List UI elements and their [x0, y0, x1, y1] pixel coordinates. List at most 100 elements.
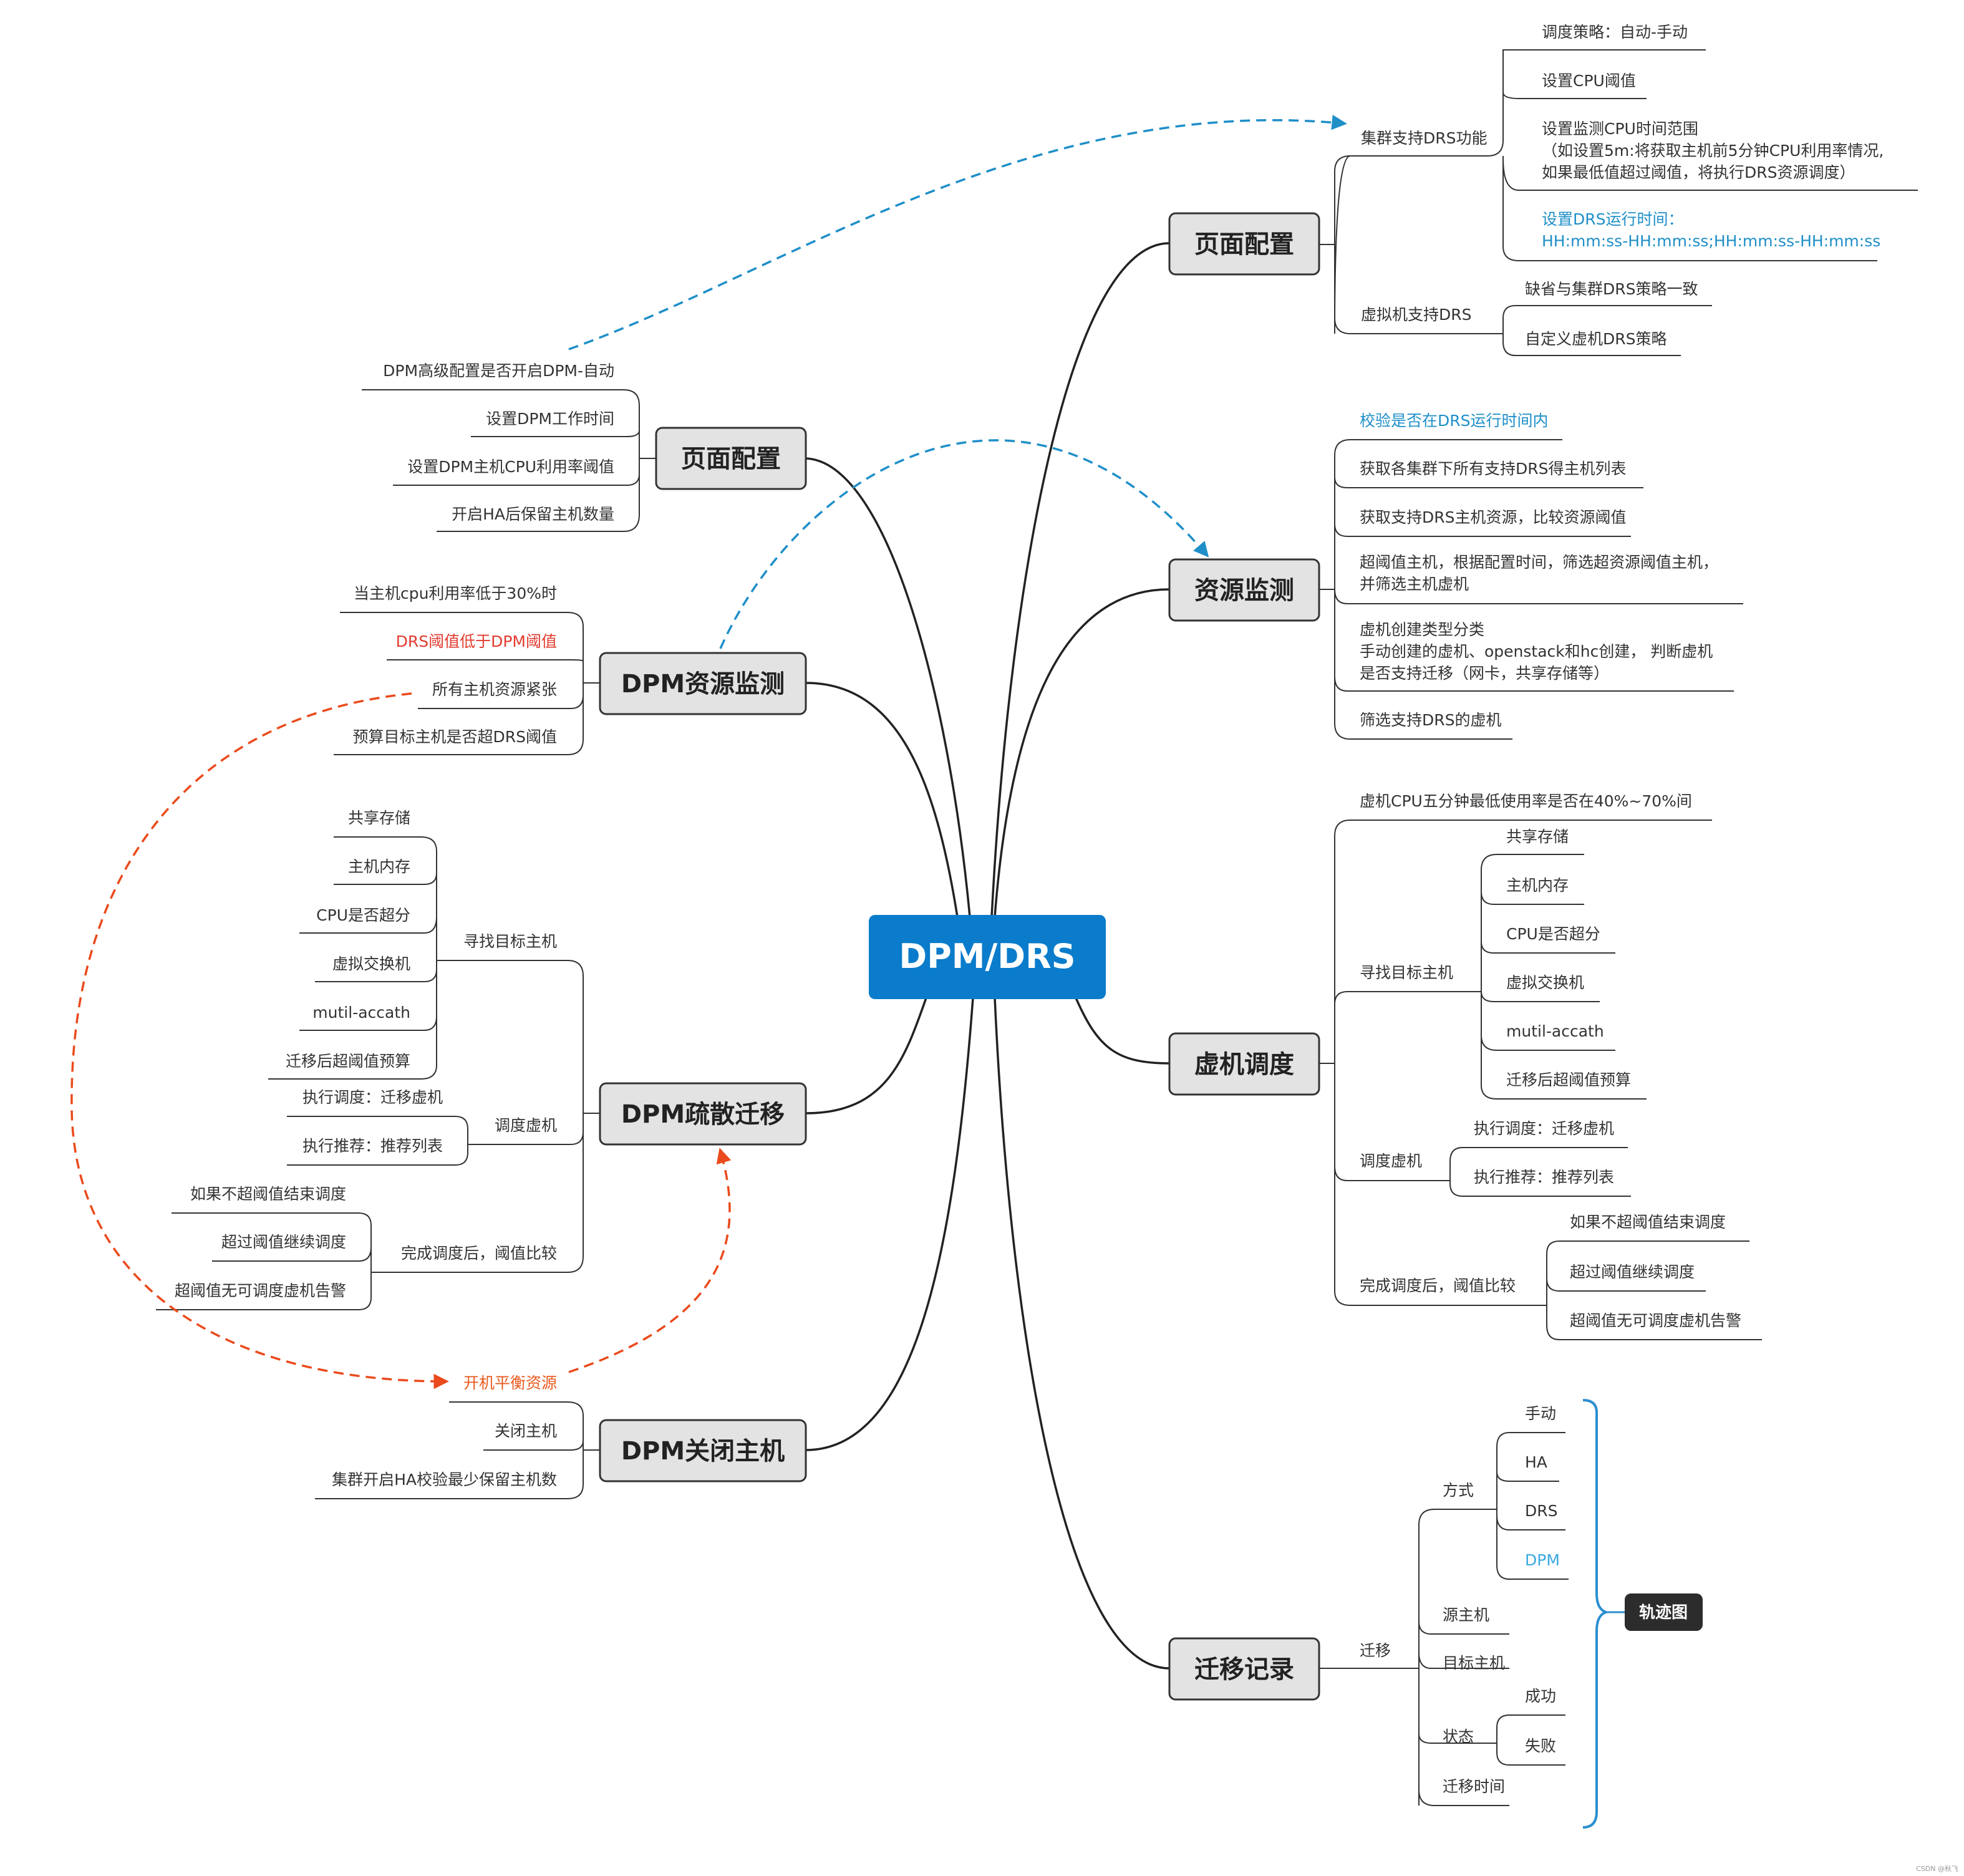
left-page-config-title: 页面配置 — [681, 445, 781, 473]
migration-source: 源主机 — [1443, 1606, 1489, 1624]
dpm-monitor-item-4: 预算目标主机是否超DRS阈值 — [353, 728, 558, 746]
dpm-after-compare-item-1: 如果不超阈值结束调度 — [190, 1185, 346, 1203]
vm-schedule-vm-item-2: 执行推荐：推荐列表 — [1474, 1168, 1614, 1186]
vm-schedule-vm-item-1: 执行调度：迁移虚机 — [1474, 1119, 1614, 1138]
drs-cluster-item-4: 设置DRS运行时间： — [1542, 210, 1684, 228]
branch-vm-schedule — [1075, 997, 1170, 1065]
dpm-schedule-vm-item-2: 执行推荐：推荐列表 — [302, 1137, 443, 1155]
right-migration-log: 迁移记录 迁移 方式 手动 HA DRS DPM 源主机 目标主机 状态 成功 — [1168, 1399, 1703, 1829]
watermark: CSDN @秋飞 — [1916, 1864, 1958, 1873]
migration-migrate-label: 迁移 — [1360, 1642, 1391, 1660]
migration-method-item-1: 手动 — [1525, 1405, 1556, 1423]
migration-method-item-4: DPM — [1525, 1551, 1560, 1569]
migration-method-item-2: HA — [1525, 1453, 1547, 1471]
resource-monitor-item-1: 校验是否在DRS运行时间内 — [1360, 412, 1549, 430]
dpm-monitor-title: DPM资源监测 — [621, 670, 785, 699]
dpm-find-host-label: 寻找目标主机 — [463, 932, 557, 950]
branch-dpm-evacuate — [805, 997, 927, 1114]
vm-drs-item-2: 自定义虚机DRS策略 — [1525, 330, 1667, 348]
link-power-on-to-evacuate — [568, 1148, 732, 1373]
resource-monitor-item-3: 获取支持DRS主机资源，比较资源阈值 — [1360, 508, 1627, 526]
dpm-shutdown-item-2: 关闭主机 — [495, 1422, 557, 1440]
resource-monitor-item-4b: 并筛选主机虚机 — [1360, 575, 1469, 593]
migration-method-item-3: DRS — [1525, 1502, 1558, 1520]
vm-find-host-item-4: 虚拟交换机 — [1506, 974, 1584, 992]
migration-status-item-1: 成功 — [1525, 1687, 1556, 1705]
vm-schedule-vm-label: 调度虚机 — [1360, 1152, 1422, 1170]
right-page-config: 页面配置 集群支持DRS功能 调度策略：自动-手动 设置CPU阈值 设置监测CP… — [1168, 23, 1918, 356]
left-page-config-item-4: 开启HA后保留主机数量 — [452, 505, 614, 523]
resource-monitor-item-5b: 手动创建的虚机、openstack和hc创建， 判断虚机 — [1360, 642, 1713, 660]
right-resource-monitor: 资源监测 校验是否在DRS运行时间内 获取各集群下所有支持DRS得主机列表 获取… — [1168, 412, 1743, 740]
dpm-schedule-vm-label: 调度虚机 — [495, 1116, 557, 1134]
dpm-schedule-vm-item-1: 执行调度：迁移虚机 — [302, 1088, 443, 1106]
link-dpm-config-to-drs-cluster — [568, 114, 1347, 351]
left-page-config-item-3: 设置DPM主机CPU利用率阈值 — [407, 458, 614, 476]
vm-drs-label: 虚拟机支持DRS — [1361, 306, 1472, 324]
resource-monitor-item-5c: 是否支持迁移（网卡，共享存储等） — [1360, 664, 1609, 682]
vm-after-compare-label: 完成调度后，阈值比较 — [1360, 1277, 1516, 1295]
vm-find-host-item-3: CPU是否超分 — [1506, 925, 1600, 943]
link-dpm-monitor-to-resource-monitor — [719, 439, 1209, 649]
relationship-links — [70, 114, 1347, 1390]
branch-page-config-right — [990, 242, 1170, 917]
vm-find-host-item-6: 迁移后超阈值预算 — [1506, 1071, 1631, 1089]
drs-cluster-item-3c: 如果最低值超过阈值，将执行DRS资源调度） — [1542, 163, 1855, 181]
dpm-after-compare-item-2: 超过阈值继续调度 — [221, 1233, 346, 1251]
left-page-config: 页面配置 DPM高级配置是否开启DPM-自动 设置DPM工作时间 设置DPM主机… — [362, 362, 807, 532]
branch-resource-monitor — [994, 588, 1170, 917]
drs-cluster-item-3: 设置监测CPU时间范围 — [1542, 120, 1698, 138]
dpm-after-compare-item-3: 超阈值无可调度虚机告警 — [175, 1282, 346, 1300]
dpm-find-host-item-6: 迁移后超阈值预算 — [286, 1052, 410, 1070]
dpm-find-host-item-4: 虚拟交换机 — [332, 955, 410, 973]
dpm-after-compare-label: 完成调度后，阈值比较 — [401, 1244, 557, 1262]
dpm-monitor-item-3: 所有主机资源紧张 — [432, 680, 557, 699]
resource-monitor-item-5: 虚机创建类型分类 — [1360, 621, 1484, 639]
drs-cluster-item-2: 设置CPU阈值 — [1542, 72, 1636, 90]
root-label: DPM/DRS — [899, 937, 1075, 976]
right-page-config-title: 页面配置 — [1194, 230, 1294, 259]
left-page-config-item-1: DPM高级配置是否开启DPM-自动 — [383, 362, 614, 380]
left-page-config-item-2: 设置DPM工作时间 — [486, 410, 614, 428]
resource-monitor-title: 资源监测 — [1194, 576, 1294, 605]
vm-find-host-item-2: 主机内存 — [1506, 876, 1569, 894]
branch-migration-log — [994, 997, 1170, 1670]
left-dpm-evacuate: DPM疏散迁移 寻找目标主机 共享存储 主机内存 CPU是否超分 虚拟 — [156, 809, 807, 1310]
resource-monitor-item-6: 筛选支持DRS的虚机 — [1360, 711, 1502, 729]
track-bracket — [1582, 1399, 1610, 1829]
main-branches — [805, 242, 1170, 1670]
link-resource-tight-to-power-on — [70, 692, 449, 1390]
root-node: DPM/DRS — [869, 915, 1106, 999]
migration-target: 目标主机 — [1443, 1654, 1505, 1672]
vm-find-host-label: 寻找目标主机 — [1360, 964, 1453, 982]
drs-cluster-item-3b: （如设置5m:将获取主机前5分钟CPU利用率情况, — [1542, 142, 1884, 160]
vm-cpu-check: 虚机CPU五分钟最低使用率是否在40%~70%间 — [1360, 792, 1692, 810]
vm-drs-item-1: 缺省与集群DRS策略一致 — [1525, 280, 1698, 298]
drs-cluster-item-1: 调度策略：自动-手动 — [1542, 23, 1688, 41]
right-vm-schedule: 虚机调度 虚机CPU五分钟最低使用率是否在40%~70%间 寻找目标主机 — [1168, 792, 1762, 1340]
migration-method-label: 方式 — [1443, 1481, 1474, 1499]
left-dpm-monitor: DPM资源监测 当主机cpu利用率低于30%时 DRS阈值低于DPM阈值 所有主… — [334, 584, 807, 755]
dpm-find-host-item-2: 主机内存 — [348, 858, 410, 876]
drs-cluster-label: 集群支持DRS功能 — [1361, 129, 1488, 147]
branch-dpm-shutdown — [805, 997, 974, 1451]
dpm-shutdown-title: DPM关闭主机 — [621, 1437, 785, 1466]
dpm-find-host-item-3: CPU是否超分 — [316, 906, 410, 924]
dpm-find-host-item-1: 共享存储 — [348, 809, 410, 827]
vm-find-host-item-5: mutil-accath — [1506, 1022, 1604, 1040]
migration-time: 迁移时间 — [1443, 1777, 1505, 1796]
vm-find-host-item-1: 共享存储 — [1506, 828, 1569, 846]
vm-after-compare-item-2: 超过阈值继续调度 — [1570, 1263, 1695, 1281]
resource-monitor-item-2: 获取各集群下所有支持DRS得主机列表 — [1360, 460, 1627, 478]
resource-monitor-item-4: 超阈值主机，根据配置时间，筛选超资源阈值主机， — [1360, 553, 1718, 571]
track-label: 轨迹图 — [1639, 1603, 1688, 1622]
dpm-monitor-item-2: DRS阈值低于DPM阈值 — [396, 632, 557, 650]
vm-after-compare-item-3: 超阈值无可调度虚机告警 — [1570, 1312, 1741, 1330]
branch-page-config-left — [805, 457, 971, 917]
dpm-evacuate-title: DPM疏散迁移 — [621, 1100, 785, 1129]
dpm-shutdown-item-1: 开机平衡资源 — [463, 1374, 557, 1392]
migration-status-item-2: 失败 — [1525, 1737, 1556, 1755]
track-node — [1625, 1593, 1703, 1631]
dpm-find-host-item-5: mutil-accath — [312, 1003, 410, 1022]
